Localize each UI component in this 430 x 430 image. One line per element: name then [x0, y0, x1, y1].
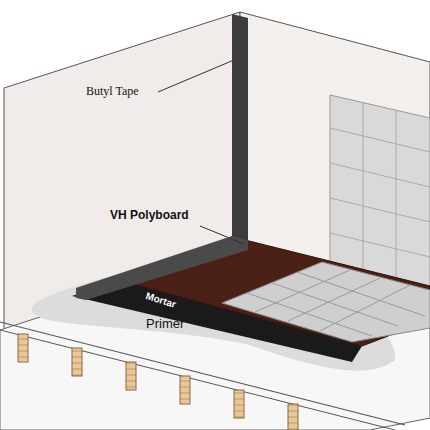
butyl-tape [76, 14, 248, 300]
leader-line [200, 226, 244, 244]
part-label: Primer [146, 316, 184, 331]
part-label: Butyl Tape [86, 84, 139, 99]
part-label: VH Polyboard [110, 208, 189, 222]
vh-polyboard [118, 240, 430, 346]
leader-line [158, 60, 234, 92]
floor-tiles [222, 262, 430, 342]
